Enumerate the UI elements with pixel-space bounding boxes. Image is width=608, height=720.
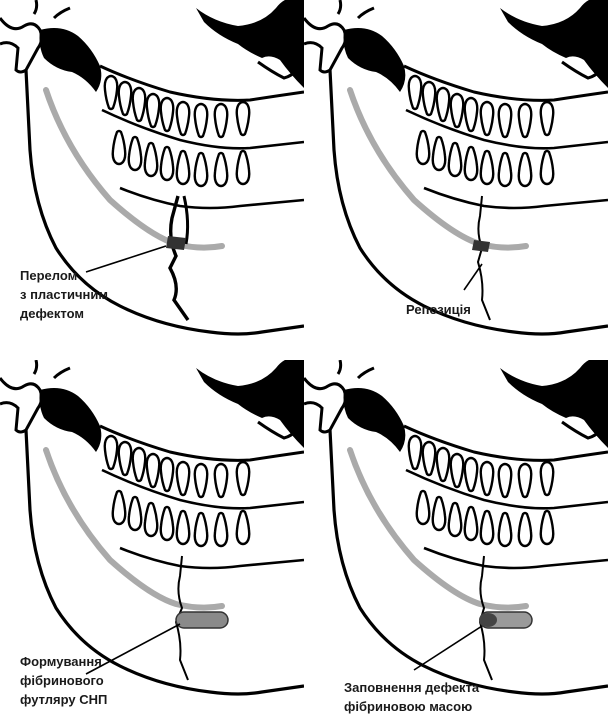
caption-fibrin-fill: Заповнення дефекта фібриновою масою	[344, 678, 479, 716]
caption-fracture: Перелом з пластичним дефектом	[20, 266, 108, 323]
bone-defect-icon	[166, 236, 186, 250]
caption-line: фібринового	[20, 673, 104, 688]
caption-fibrin-sheath: Формування фібринового футляру СНП	[20, 652, 107, 709]
upper-teeth-row-icon	[409, 436, 554, 497]
panel-fibrin-sheath: Формування фібринового футляру СНП	[0, 360, 304, 720]
mandible-fill-illustration	[304, 360, 608, 720]
caption-reposition: Репозиція	[406, 300, 471, 319]
fibrin-fill-icon	[479, 613, 497, 627]
fracture-line-icon	[170, 196, 188, 320]
upper-teeth-row-icon	[105, 436, 250, 497]
fibrin-sheath-icon	[176, 612, 228, 628]
panel-fracture: Перелом з пластичним дефектом	[0, 0, 304, 360]
pointer-arrow-icon	[464, 264, 482, 290]
upper-teeth-row-icon	[409, 76, 554, 137]
upper-teeth-row-icon	[105, 76, 250, 137]
caption-line: Формування	[20, 654, 102, 669]
caption-line: футляру СНП	[20, 692, 107, 707]
caption-line: фібриновою масою	[344, 699, 472, 714]
caption-line: Репозиція	[406, 302, 471, 317]
caption-line: з пластичним	[20, 287, 108, 302]
bone-defect-icon	[472, 240, 490, 252]
caption-line: Перелом	[20, 268, 77, 283]
caption-line: Заповнення дефекта	[344, 680, 479, 695]
fracture-line-icon	[478, 196, 490, 320]
panel-reposition: Репозиція	[304, 0, 608, 360]
caption-line: дефектом	[20, 306, 84, 321]
panel-fibrin-fill: Заповнення дефекта фібриновою масою	[304, 360, 608, 720]
pointer-arrow-icon	[414, 626, 482, 670]
